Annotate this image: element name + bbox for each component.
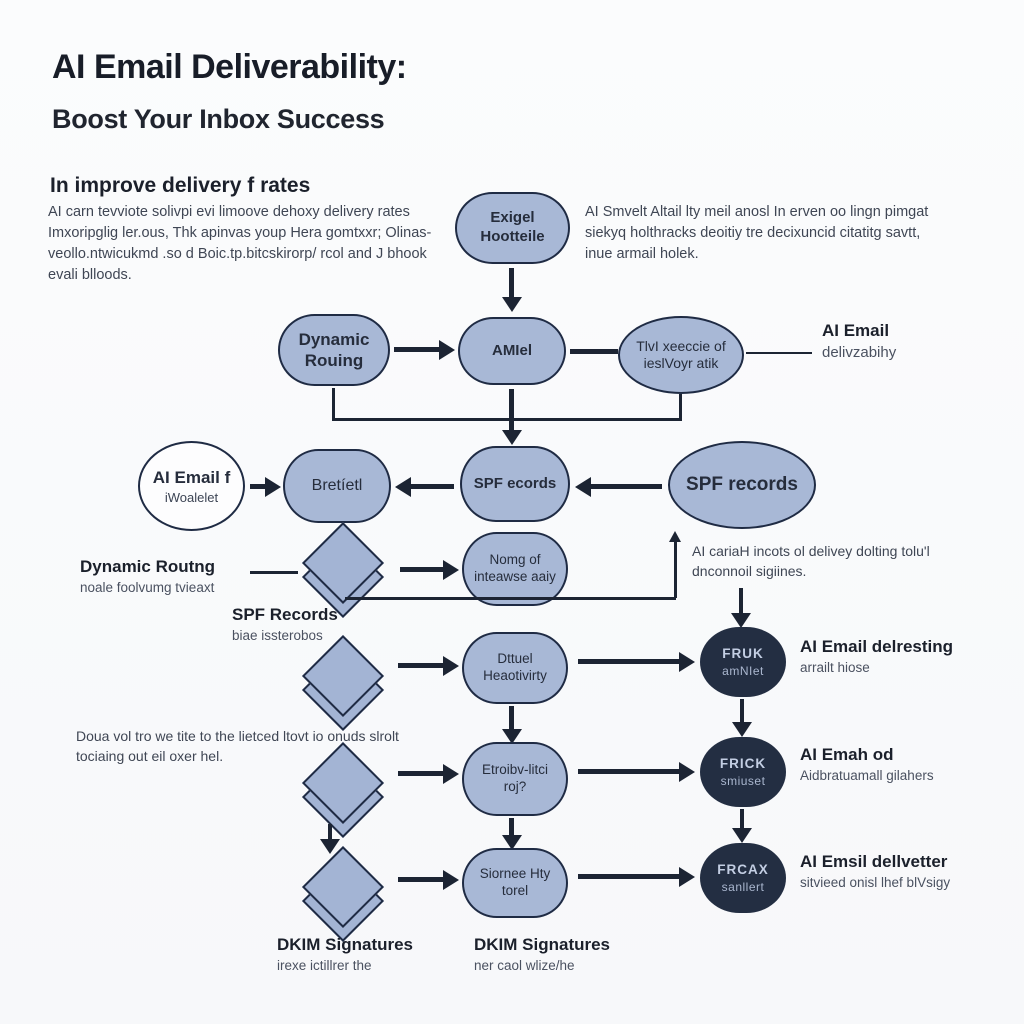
- intro-paragraph: AI carn tevviote solivpi evi limoove deh…: [48, 204, 432, 284]
- node-frcax: FRCAX sanllert: [700, 843, 786, 913]
- label-dynamic-routing-title: Dynamic Routng: [80, 557, 216, 576]
- node-siornee: Siornee Hty torel: [462, 848, 568, 918]
- node-bretietl-label: Bretíetl: [311, 477, 363, 494]
- node-frick-line1: FRICK: [719, 756, 767, 771]
- arrow-dttuel-to-etroibv: [509, 706, 514, 730]
- node-dttuel-label: Dttuel Heaotivirty: [483, 651, 547, 683]
- arrow-etroibv-to-siornee: [509, 818, 514, 836]
- label-ai-email-deliverability: AI Email delivzabihy: [822, 320, 896, 363]
- arrow-spf-records-to-spf-ecords: [590, 484, 662, 489]
- node-amiel-label: AMIel: [491, 341, 532, 359]
- label-spf-records: SPF Records biae issterobos: [232, 604, 338, 645]
- page-title: AI Email Deliverability:: [52, 48, 407, 86]
- label-dkim-right: DKIM Signatures ner caol wlize/he: [474, 934, 610, 975]
- node-ai-email-circle-sub: iWoalelet: [164, 490, 219, 506]
- label-dkim-right-title: DKIM Signatures: [474, 935, 611, 954]
- intro-heading: In improve delivery f rates: [50, 174, 311, 197]
- label-delresting-title: AI Email delresting: [800, 637, 954, 656]
- diamond-stack-4: [298, 845, 398, 944]
- node-bretietl: Bretíetl: [283, 449, 391, 523]
- diamond-front: [301, 521, 385, 605]
- node-nomg: Nomg of inteawse aaiy: [462, 532, 568, 606]
- arrow-diamond3-to-diamond4: [328, 824, 332, 840]
- connector-label-to-diamond1: [250, 571, 298, 574]
- diamond-front: [301, 845, 385, 929]
- node-fruk: FRUK amNIet: [700, 627, 786, 697]
- node-siornee-label: Siornee Hty torel: [479, 866, 551, 898]
- arrow-amiel-to-spf-ecords: [509, 389, 514, 431]
- diamond-front: [301, 741, 385, 825]
- node-spf-records-ellipse: SPF records: [668, 441, 816, 529]
- arrow-circle-to-bretietl: [250, 484, 266, 489]
- node-dttuel: Dttuel Heaotivirty: [462, 632, 568, 704]
- label-emah-od-sub: Aidbratuamall gilahers: [800, 768, 934, 784]
- arrow-diamond2-to-dttuel: [398, 663, 444, 668]
- arrow-diamond4-to-siornee: [398, 877, 444, 882]
- node-tlvi: TlvI xeeccie of ieslVoyr atik: [618, 316, 744, 394]
- node-amiel: AMIel: [458, 317, 566, 385]
- node-frick-line2: smiuset: [720, 774, 766, 788]
- node-fruk-line1: FRUK: [722, 646, 764, 661]
- node-etroibv: Etroibv-litci roj?: [462, 742, 568, 816]
- arrow-dttuel-to-fruk: [578, 659, 680, 664]
- label-delresting: AI Email delresting arrailt hiose: [800, 636, 953, 677]
- label-dellvetter-title: AI Emsil dellvetter: [800, 852, 948, 871]
- label-emah-od: AI Emah od Aidbratuamall gilahers: [800, 744, 934, 785]
- node-nomg-label: Nomg of inteawse aaiy: [474, 552, 556, 584]
- node-dynamic-routing: Dynamic Rouing: [278, 314, 390, 386]
- arrow-diamond1-to-nomg: [400, 567, 444, 572]
- arrow-frick-to-frcax: [740, 809, 744, 829]
- label-ai-email-deliverability-title: AI Email: [822, 321, 890, 340]
- page-subtitle: Boost Your Inbox Success: [52, 104, 385, 134]
- node-frcax-line2: sanllert: [721, 880, 765, 894]
- node-ai-email-circle-title: AI Email f: [152, 467, 231, 487]
- connector-merge-horizontal: [332, 418, 682, 421]
- label-dkim-left: DKIM Signatures irexe ictillrer the: [277, 934, 413, 975]
- arrow-up-to-spf-records: [674, 542, 677, 598]
- connector-diamond1-elbow: [345, 597, 676, 600]
- diamond-front: [301, 634, 385, 718]
- note-top-right: AI Smvelt Altail lty meil anosl In erven…: [585, 204, 929, 263]
- label-dkim-left-sub: irexe ictillrer the: [277, 958, 372, 974]
- label-dellvetter-sub: sitvieed onisl lhef blVsigy: [800, 875, 951, 891]
- connector-tlvi-down: [679, 394, 682, 420]
- label-spf-records-sub: biae issterobos: [232, 628, 323, 644]
- node-frick: FRICK smiuset: [700, 737, 786, 807]
- connector-tlvi-to-label: [746, 352, 812, 354]
- node-spf-ecords: SPF ecords: [460, 446, 570, 522]
- arrow-dynamic-to-amiel: [394, 347, 440, 352]
- node-tlvi-label: TlvI xeeccie of ieslVoyr atik: [636, 337, 726, 372]
- label-dynamic-routing: Dynamic Routng noale foolvumg tvieaxt: [80, 556, 215, 597]
- arrow-siornee-to-frcax: [578, 874, 680, 879]
- arrow-spf-ecords-to-bretietl: [410, 484, 454, 489]
- label-dkim-right-sub: ner caol wlize/he: [474, 958, 575, 974]
- node-spf-records-ellipse-label: SPF records: [686, 474, 798, 496]
- note-mid-left: Doua vol tro we tite to the lietced ltov…: [76, 728, 399, 765]
- label-dynamic-routing-sub: noale foolvumg tvieaxt: [80, 580, 215, 596]
- node-frcax-line1: FRCAX: [717, 862, 769, 877]
- label-emah-od-title: AI Emah od: [800, 745, 894, 764]
- diamond-stack-3: [298, 741, 398, 840]
- node-ai-email-circle: AI Email f iWoalelet: [138, 441, 245, 531]
- note-mid-right: AI cariaH incots ol delivey dolting tolu…: [692, 543, 930, 580]
- node-etroibv-label: Etroibv-litci roj?: [481, 762, 548, 794]
- node-fruk-line2: amNIet: [722, 664, 764, 678]
- diamond-stack-2: [298, 634, 398, 733]
- node-exigel-label: Exigel Hootteile: [480, 209, 545, 245]
- label-delresting-sub: arrailt hiose: [800, 660, 870, 676]
- label-spf-records-title: SPF Records: [232, 605, 338, 624]
- arrow-exigel-to-amiel: [509, 268, 514, 298]
- node-spf-ecords-label: SPF ecords: [473, 474, 557, 492]
- arrow-etroibv-to-frick: [578, 769, 680, 774]
- arrow-diamond3-to-etroibv: [398, 771, 444, 776]
- node-exigel: Exigel Hootteile: [455, 192, 570, 264]
- connector-dynamic-down: [332, 388, 335, 420]
- label-ai-email-deliverability-sub: delivzabihy: [822, 344, 897, 362]
- label-dkim-left-title: DKIM Signatures: [277, 935, 414, 954]
- arrow-fruk-to-frick: [740, 699, 744, 723]
- node-dynamic-routing-label: Dynamic Rouing: [298, 329, 370, 370]
- label-dellvetter: AI Emsil dellvetter sitvieed onisl lhef …: [800, 851, 950, 892]
- arrow-spf-records-to-fruk: [739, 588, 743, 614]
- connector-amiel-to-tlvi: [570, 349, 618, 354]
